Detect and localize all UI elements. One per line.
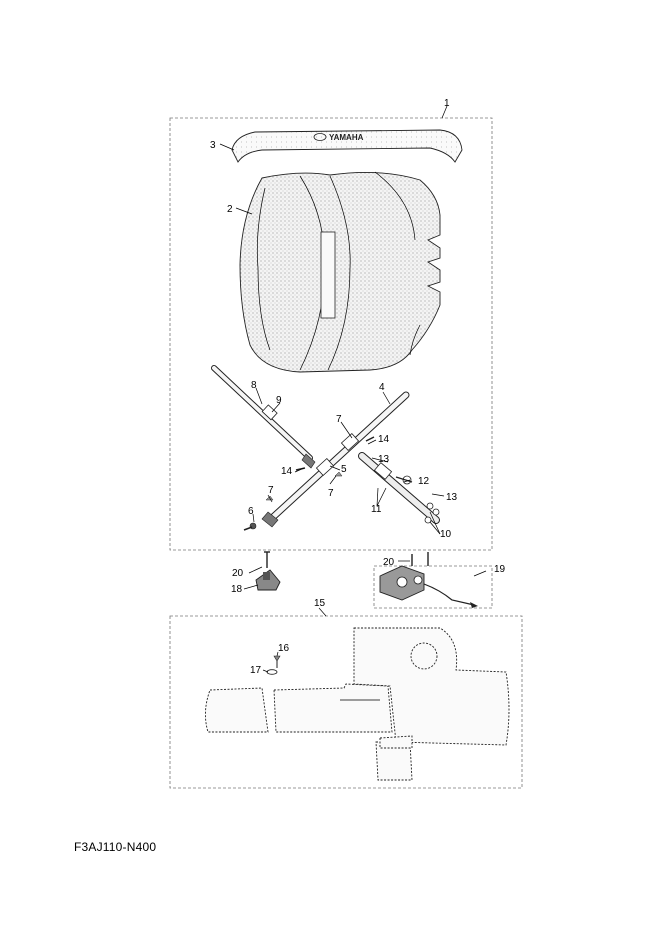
- callout-12: 12: [418, 476, 430, 487]
- callout-8: 8: [251, 380, 257, 391]
- callout-11: 11: [371, 504, 382, 515]
- seat-cushion-part: [239, 171, 441, 373]
- hook-16-part: [266, 655, 281, 675]
- callout-4: 4: [379, 382, 385, 393]
- callout-7-mid: 7: [328, 488, 334, 499]
- gas-strut-8-part: [211, 365, 316, 469]
- diagram-code: F3AJ110-N400: [74, 840, 157, 854]
- callout-7-top: 7: [336, 414, 342, 425]
- callout-1: 1: [444, 98, 450, 109]
- callout-labels: 1 3 2 8 4 9 7 14 13 14 5 12 7 7 13 11 6 …: [210, 98, 506, 676]
- gas-strut-4-part: [261, 391, 410, 528]
- ball-stud-6-part: [243, 522, 257, 531]
- callout-9: 9: [276, 395, 282, 406]
- callout-13-right: 13: [446, 492, 458, 503]
- callout-6: 6: [248, 506, 254, 517]
- callout-20-left: 20: [232, 568, 244, 579]
- yamaha-logo-text: YAMAHA: [329, 133, 364, 142]
- callout-17: 17: [250, 665, 262, 676]
- callout-5: 5: [341, 464, 347, 475]
- callout-14-left: 14: [281, 466, 293, 477]
- callout-14-right: 14: [378, 434, 390, 445]
- callout-10: 10: [440, 529, 452, 540]
- callout-16: 16: [278, 643, 290, 654]
- callout-2: 2: [227, 204, 233, 215]
- mount-bracket-19-part: [379, 552, 478, 608]
- callout-19: 19: [494, 564, 506, 575]
- assembly-15-dashed-box: [169, 615, 523, 789]
- assembly-1-dashed-box: [169, 117, 493, 551]
- callout-18: 18: [231, 584, 243, 595]
- deck-mat-set-part: [205, 627, 510, 781]
- callout-7-left: 7: [268, 485, 274, 496]
- callout-3: 3: [210, 140, 216, 151]
- callout-13-top: 13: [378, 454, 390, 465]
- leader-lines: [219, 105, 487, 673]
- grab-handle-part: YAMAHA: [231, 129, 463, 163]
- mount-bracket-18-part: [255, 551, 281, 591]
- callout-20-right: 20: [383, 557, 395, 568]
- callout-15: 15: [314, 598, 326, 609]
